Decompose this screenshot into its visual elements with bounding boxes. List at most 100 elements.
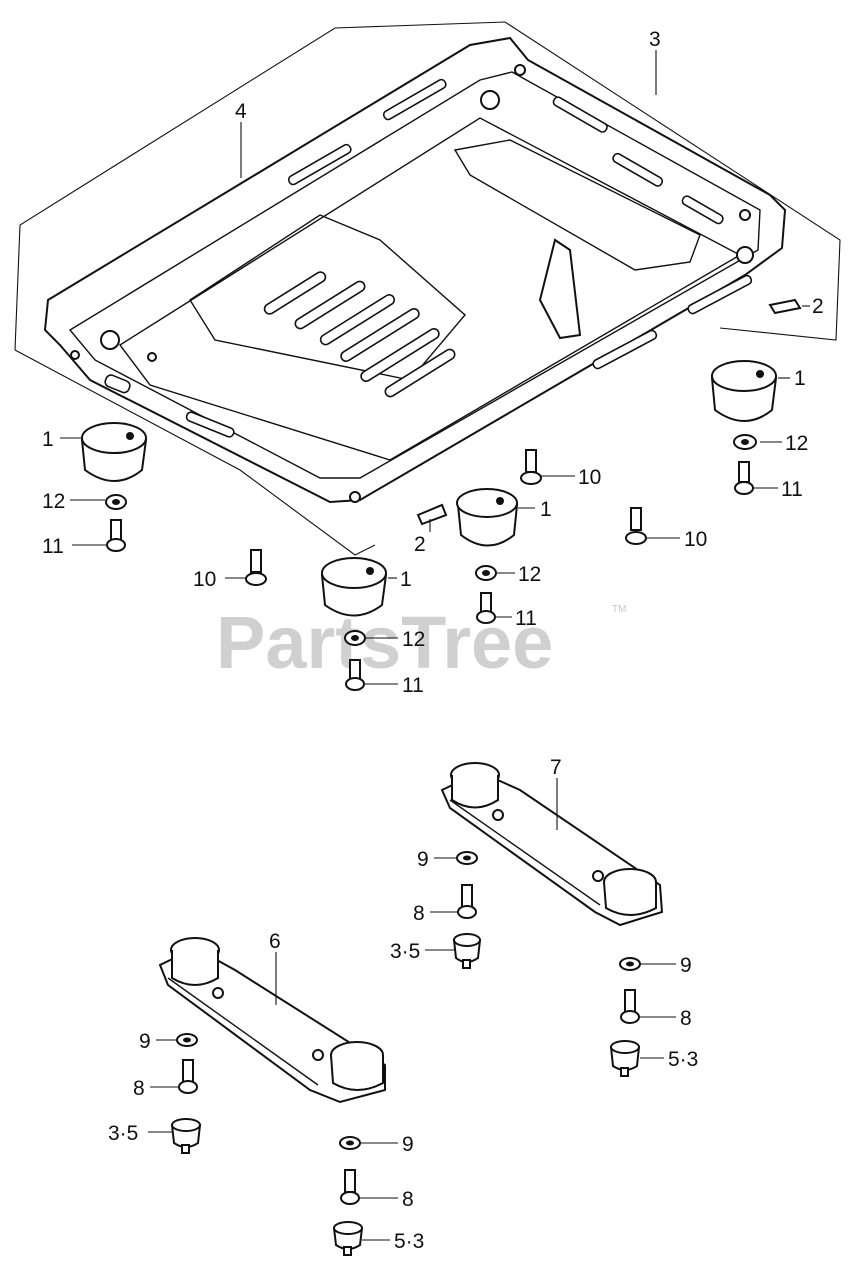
rubber-mount [710, 360, 778, 422]
callout-11: 11 [781, 478, 803, 501]
vent-slot [384, 348, 456, 398]
callout-9: 9 [680, 954, 692, 977]
frame-assembly [14, 21, 841, 556]
stopper [332, 1221, 364, 1256]
callout-12: 12 [402, 628, 425, 651]
frame-hole [739, 209, 751, 221]
vent-slot [360, 328, 440, 382]
callout-1: 1 [400, 568, 412, 591]
callout-12: 12 [518, 563, 541, 586]
callout-1: 1 [794, 367, 806, 390]
callout-3-5: 3·5 [108, 1122, 138, 1145]
spacer [416, 503, 448, 526]
frame-inner-rim [68, 71, 761, 479]
bolt [178, 1059, 198, 1094]
rim-slot [185, 411, 235, 438]
callout-12: 12 [42, 490, 65, 513]
frame-raised-panel [453, 139, 701, 271]
vent-slot [263, 271, 327, 315]
callout-labels: 3 4 2 1 1 12 11 10 12 1 2 11 10 10 1 12 … [42, 28, 824, 1253]
callout-3-5: 3·5 [390, 940, 420, 963]
callout-9: 9 [402, 1133, 414, 1156]
frame-hole [147, 352, 157, 362]
callout-8: 8 [680, 1007, 692, 1030]
callout-8: 8 [413, 902, 425, 925]
rim-slot [681, 195, 724, 225]
washer [344, 630, 366, 646]
callout-3: 3 [649, 28, 661, 51]
frame-hole [514, 64, 526, 76]
callout-5-3: 5·3 [394, 1230, 424, 1253]
rubber-mount [320, 557, 388, 617]
mount-bracket-7 [440, 762, 664, 927]
rim-slot [592, 329, 658, 370]
rim-slots [104, 78, 753, 438]
callout-11: 11 [42, 535, 64, 558]
leader-lines [60, 50, 810, 1241]
bolt [734, 461, 754, 495]
flange-bolt [245, 549, 267, 586]
washer [456, 851, 478, 865]
vent-slot [294, 280, 366, 330]
bolt [620, 989, 640, 1024]
washer [176, 1033, 198, 1047]
washer [733, 434, 757, 450]
flange-bolt [520, 449, 542, 485]
frame-nut [100, 330, 120, 350]
rim-slot [687, 274, 753, 315]
washer [619, 957, 641, 971]
frame-bracket [538, 238, 582, 340]
callout-5-3: 5·3 [668, 1048, 698, 1071]
bolt [345, 659, 365, 691]
callout-2: 2 [812, 295, 824, 318]
frame-nut [480, 90, 500, 110]
rubber-mount [456, 488, 519, 547]
rim-slot [382, 78, 447, 121]
watermark-text: PartsTree [216, 601, 553, 684]
mount-bracket-6 [158, 937, 386, 1104]
callout-10: 10 [193, 568, 216, 591]
frame-floor [118, 117, 742, 461]
flange-bolt [625, 507, 647, 545]
spacer [768, 298, 802, 315]
bolt [457, 884, 477, 919]
washer [105, 494, 127, 510]
rubber-mount [80, 422, 148, 482]
rim-slot [552, 96, 608, 133]
frame-nut [736, 246, 754, 264]
callout-4: 4 [235, 100, 247, 123]
bolt [106, 519, 126, 552]
rim-slot [104, 374, 131, 394]
washer [475, 565, 497, 581]
callout-7: 7 [550, 756, 562, 779]
stopper [452, 933, 482, 969]
callout-1: 1 [540, 498, 552, 521]
washer [339, 1136, 361, 1150]
callout-10: 10 [684, 528, 707, 551]
callout-9: 9 [139, 1030, 151, 1053]
callout-8: 8 [402, 1188, 414, 1211]
assembly-outline-left [14, 349, 376, 556]
frame-hole [349, 491, 361, 503]
vent-slot [319, 294, 396, 346]
bolt [340, 1169, 360, 1205]
watermark-trademark: TM [612, 604, 626, 615]
callout-11: 11 [515, 607, 537, 630]
frame-vent-plate [189, 214, 466, 381]
stopper [609, 1040, 641, 1077]
callout-9: 9 [417, 848, 429, 871]
frame-hole [70, 350, 80, 360]
callout-11: 11 [402, 674, 424, 697]
vent-slots [263, 271, 456, 398]
frame-nuts [70, 64, 754, 503]
rim-slot [612, 152, 664, 187]
callout-6: 6 [269, 930, 281, 953]
vent-slot [340, 308, 420, 362]
stopper [170, 1118, 202, 1154]
callout-12: 12 [785, 432, 808, 455]
bolt [476, 592, 496, 624]
callout-10: 10 [578, 466, 601, 489]
callout-8: 8 [133, 1077, 145, 1100]
callout-2: 2 [414, 533, 426, 556]
